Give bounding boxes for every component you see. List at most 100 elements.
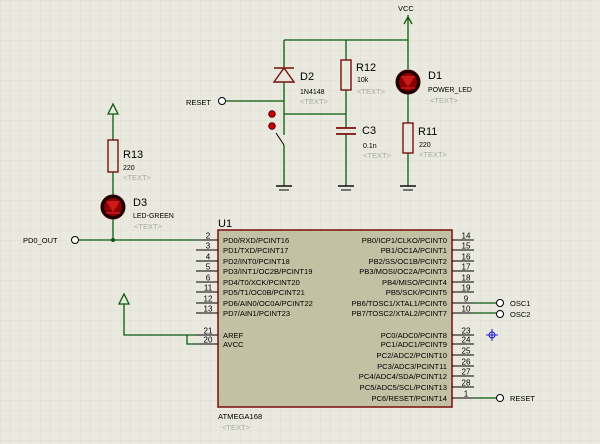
power-terminal-r13[interactable] [106,102,120,140]
diode-d2[interactable]: D2 1N4148 <TEXT> [272,40,329,126]
pin-number: 28 [462,379,471,388]
d3-text: <TEXT> [134,222,163,231]
pin-name: PD1/TXD/PCINT17 [223,246,288,255]
pin-name: PB5/SCK/PCINT5 [386,288,447,297]
r12-value: 10k [357,77,369,84]
c3-ref: C3 [362,125,376,137]
pin-name: PB2/SS/OC1B/PCINT2 [369,257,448,266]
led-d3-green[interactable]: D3 LED-GREEN <TEXT> [100,194,174,240]
r11-ref: R11 [418,126,437,138]
ground-symbol-switch [276,185,292,191]
reset-net-left[interactable]: RESET [186,97,284,108]
u1-pin-14[interactable]: 14 PB0/ICP1/CLKO/PCINT0 [362,232,474,246]
pin-name: AVCC [223,340,244,349]
pin-name: PD7/AIN1/PCINT23 [223,309,290,318]
vcc-label: VCC [398,4,414,13]
reset-net-right[interactable]: RESET [496,394,536,403]
u1-pin-16[interactable]: 16 PB2/SS/OC1B/PCINT2 [369,253,475,267]
u1-pin-25[interactable]: 25 PC2/ADC2/PCINT10 [377,347,474,361]
pin-number: 3 [206,242,211,251]
pd0-out-label: PD0_OUT [23,236,58,245]
u1-pin-3[interactable]: 3 PD1/TXD/PCINT17 [196,242,288,256]
ic-u1-atmega168[interactable]: U1 ATMEGA168 <TEXT> [217,218,453,432]
u1-pin-20[interactable]: 20 AVCC [196,336,244,350]
pin-number: 26 [462,358,471,367]
reset-left-label: RESET [186,98,211,107]
r13-value: 220 [123,165,135,172]
pin-number: 18 [462,274,471,283]
resistor-r12[interactable]: R12 10k <TEXT> [340,40,386,128]
c3-value: 0.1n [363,143,377,150]
d3-ref: D3 [133,197,147,209]
pin-number: 21 [204,327,213,336]
capacitor-c3[interactable]: C3 0.1n <TEXT> [336,125,392,186]
u1-pin-19[interactable]: 19 PB5/SCK/PCINT5 [386,284,474,298]
pin-name: PB6/TOSC1/XTAL1/PCINT6 [351,299,447,308]
pin-number: 14 [462,232,471,241]
resistor-r11[interactable]: R11 220 <TEXT> [402,122,448,186]
pin-number: 25 [462,347,471,356]
pin-number: 15 [462,242,471,251]
pin-number: 16 [462,253,471,262]
pin-name: PC2/ADC2/PCINT10 [377,351,447,360]
u1-ref: U1 [218,218,232,230]
vcc-power-terminal[interactable]: VCC [398,4,414,40]
osc1-net[interactable]: OSC1 [496,299,531,308]
power-terminal-aref[interactable] [117,292,196,345]
r13-ref: R13 [123,149,143,161]
ground-symbol-c3 [338,185,354,191]
d1-value: POWER_LED [428,87,472,94]
u1-pin-26[interactable]: 26 PC3/ADC3/PCINT11 [377,358,474,372]
pin-name: PC1/ADC1/PCINT9 [381,340,447,349]
pin-name: PC3/ADC3/PCINT11 [377,362,447,371]
ground-symbol-r11 [400,185,416,191]
r13-text: <TEXT> [123,173,152,182]
u1-part: ATMEGA168 [218,412,262,421]
pin-number: 19 [462,284,471,293]
pin-name: PB0/ICP1/CLKO/PCINT0 [362,236,447,245]
led-d1-power[interactable]: D1 POWER_LED <TEXT> [395,40,472,123]
d2-ref: D2 [300,71,314,83]
reset-right-label: RESET [510,394,535,403]
pin-number: 4 [206,253,211,262]
pin-number: 20 [204,336,213,345]
junction-dot [111,238,115,242]
resistor-r13[interactable]: R13 220 <TEXT> [107,139,152,195]
osc2-net[interactable]: OSC2 [496,310,531,319]
pin-number: 13 [204,305,213,314]
pin-name: PD4/T0/XCK/PCINT20 [223,278,300,287]
r11-value: 220 [419,142,431,149]
pin-name: PC5/ADC5/SCL/PCINT13 [360,383,447,392]
pin-name: PD5/T1/OC0B/PCINT21 [223,288,305,297]
d3-value: LED-GREEN [133,213,174,220]
u1-pin-13[interactable]: 13 PD7/AIN1/PCINT23 [196,305,290,319]
c3-text: <TEXT> [363,151,392,160]
u1-pin-28[interactable]: 28 PC5/ADC5/SCL/PCINT13 [360,379,474,393]
pin-number: 5 [206,263,211,272]
r11-text: <TEXT> [419,150,448,159]
pin-number: 27 [462,368,471,377]
pin-number: 2 [206,232,211,241]
pd0-out-net[interactable]: PD0_OUT [23,236,196,245]
osc1-label: OSC1 [510,299,530,308]
pin-number: 23 [462,327,471,336]
reset-switch[interactable] [268,110,285,186]
